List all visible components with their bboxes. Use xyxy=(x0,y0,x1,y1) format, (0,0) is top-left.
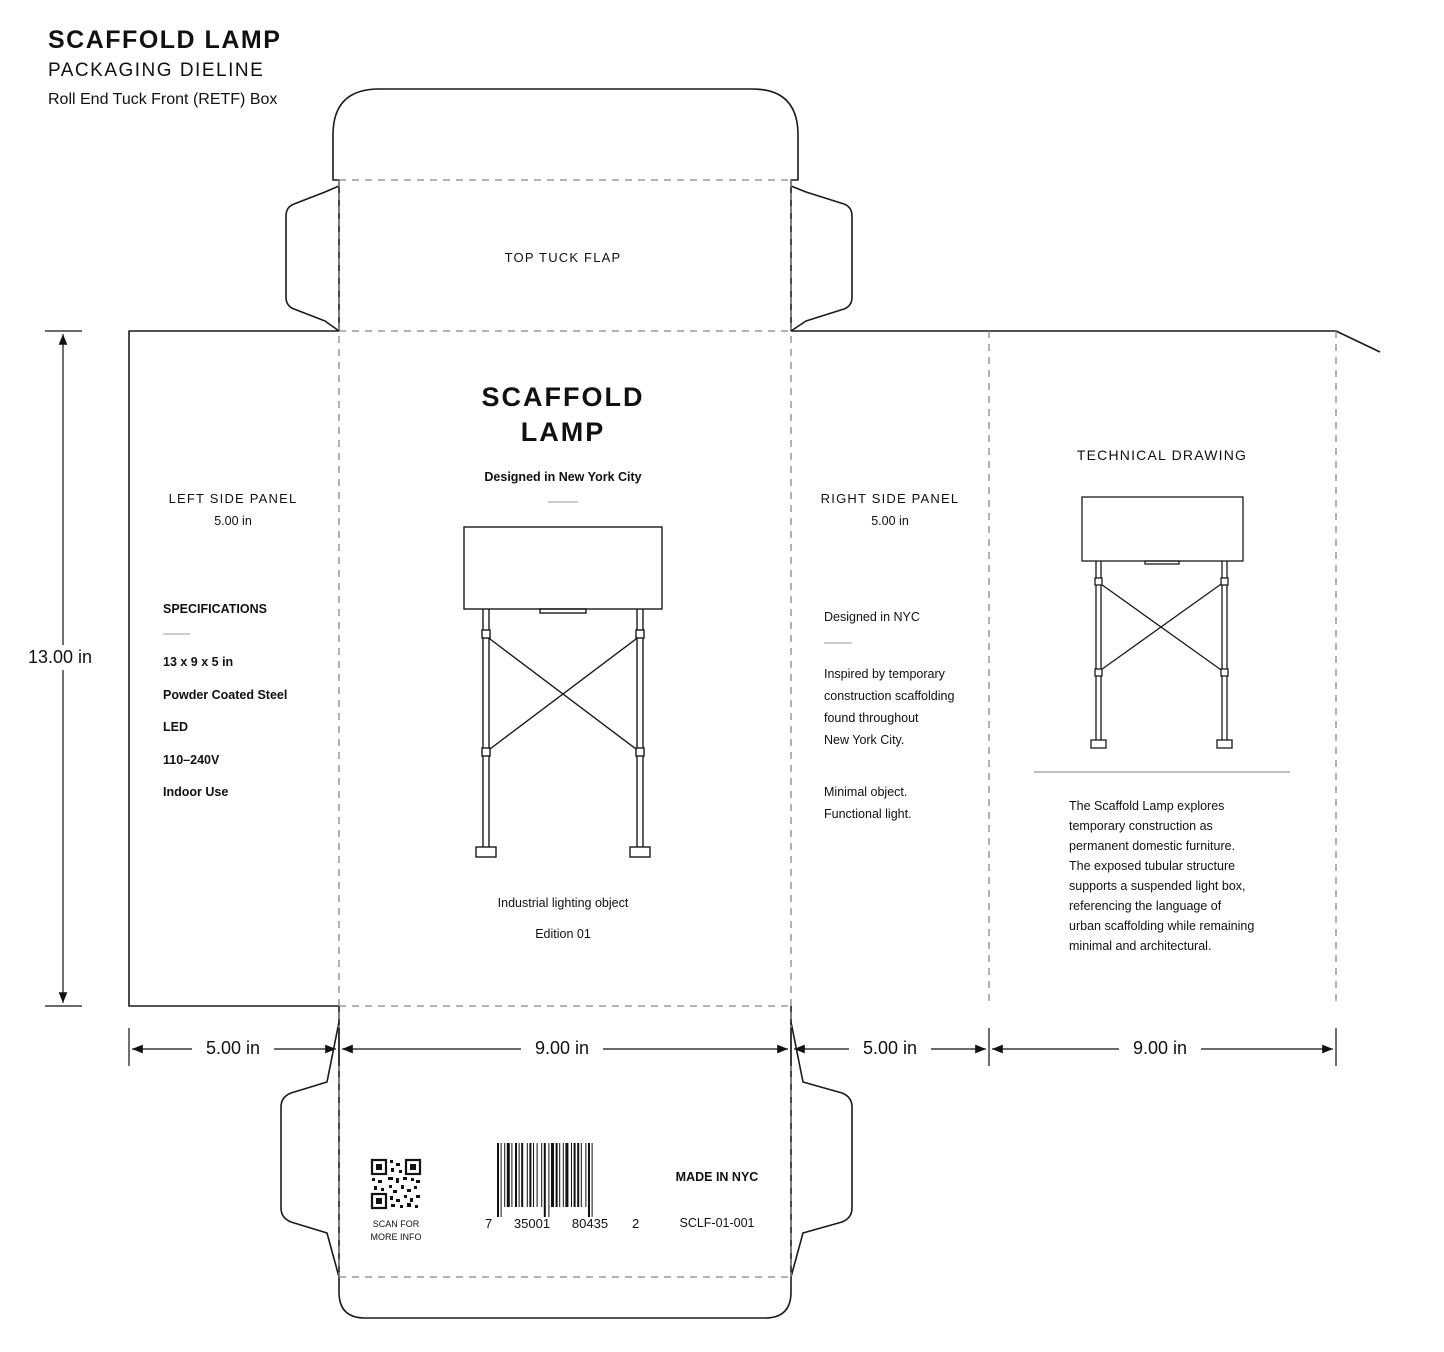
divider-rules xyxy=(163,501,852,644)
front-edition: Edition 01 xyxy=(535,927,591,941)
barcode-bar xyxy=(548,1143,550,1217)
right-panel-label: RIGHT SIDE PANEL xyxy=(820,491,960,506)
right-panel-inspiration: Inspired by temporary construction scaff… xyxy=(824,663,954,751)
barcode-bar xyxy=(533,1143,534,1207)
right-panel-designed: Designed in NYC xyxy=(824,610,920,624)
qr-caption-line: SCAN FOR xyxy=(372,1219,420,1229)
barcode-bar xyxy=(573,1143,576,1207)
barcode-bar xyxy=(555,1143,558,1207)
barcode-digit: 2 xyxy=(632,1216,640,1231)
barcode-bar xyxy=(562,1143,564,1207)
front-width-dimension-label: 9.00 in xyxy=(520,1038,604,1059)
technical-drawing-label: TECHNICAL DRAWING xyxy=(1076,447,1248,463)
text-line: Functional light. xyxy=(824,807,912,821)
barcode-bar xyxy=(580,1143,582,1207)
barcode-bar xyxy=(571,1143,572,1207)
fold-lines xyxy=(338,179,1337,1278)
height-dimension-label: 13.00 in xyxy=(28,645,93,670)
technical-lamp-illustration xyxy=(1081,496,1244,749)
text-line: supports a suspended light box, xyxy=(1069,879,1246,893)
spec-item: LED xyxy=(163,720,188,734)
product-title-line: SCAFFOLD xyxy=(481,382,645,412)
text-line: The Scaffold Lamp explores xyxy=(1069,799,1225,813)
qr-caption: SCAN FOR MORE INFO xyxy=(371,1218,422,1244)
spec-item: Indoor Use xyxy=(163,785,229,799)
barcode-bar xyxy=(536,1143,538,1207)
left-panel-size: 5.00 in xyxy=(214,514,252,528)
text-line: construction scaffolding xyxy=(824,689,955,703)
sku-label: SCLF-01-001 xyxy=(679,1216,755,1230)
back-width-dimension-label: 9.00 in xyxy=(1118,1038,1202,1059)
left-panel-label: LEFT SIDE PANEL xyxy=(168,491,298,506)
barcode xyxy=(497,1143,593,1217)
qr-caption-line: MORE INFO xyxy=(370,1232,422,1242)
right-panel-closing: Minimal object. Functional light. xyxy=(824,781,912,825)
back-panel-description: The Scaffold Lamp explores temporary con… xyxy=(1069,796,1254,956)
front-caption: Industrial lighting object xyxy=(497,896,629,910)
barcode-bar xyxy=(585,1143,587,1207)
text-line: Inspired by temporary xyxy=(824,667,945,681)
top-flap-outline xyxy=(285,88,853,332)
barcode-bar xyxy=(497,1143,499,1217)
spec-item: 13 x 9 x 5 in xyxy=(163,655,234,669)
text-line: temporary construction as xyxy=(1069,819,1213,833)
barcode-bar xyxy=(518,1143,520,1207)
barcode-bar xyxy=(511,1143,513,1207)
barcode-bar xyxy=(559,1143,561,1207)
spec-item: Powder Coated Steel xyxy=(163,688,288,702)
barcode-bar xyxy=(591,1143,593,1217)
front-tagline: Designed in New York City xyxy=(484,470,642,484)
barcode-digit: 7 xyxy=(485,1216,493,1231)
barcode-bar xyxy=(526,1143,528,1207)
text-line: found throughout xyxy=(824,711,919,725)
text-line: minimal and architectural. xyxy=(1069,939,1212,953)
specs-heading: SPECIFICATIONS xyxy=(163,602,267,616)
barcode-bar xyxy=(506,1143,510,1207)
top-flap-label: TOP TUCK FLAP xyxy=(504,250,622,265)
barcode-bar xyxy=(551,1143,554,1207)
barcode-bar xyxy=(577,1143,580,1207)
document-subtitle: PACKAGING DIELINE xyxy=(48,60,265,81)
barcode-bar xyxy=(565,1143,569,1207)
barcode-digit: 80435 xyxy=(571,1216,609,1231)
spec-item: 110–240V xyxy=(163,753,220,767)
text-line: The exposed tubular structure xyxy=(1069,859,1236,873)
barcode-bar xyxy=(588,1143,590,1217)
document-description: Roll End Tuck Front (RETF) Box xyxy=(48,91,278,108)
right-panel-size: 5.00 in xyxy=(871,514,909,528)
product-title: SCAFFOLD LAMP xyxy=(482,380,645,450)
barcode-bar xyxy=(543,1143,546,1217)
document-title: SCAFFOLD LAMP xyxy=(48,26,282,54)
barcode-digit: 35001 xyxy=(513,1216,551,1231)
barcode-bar xyxy=(515,1143,517,1207)
barcode-bar xyxy=(541,1143,543,1207)
qr-code xyxy=(370,1158,422,1210)
barcode-bar xyxy=(521,1143,524,1207)
text-line: referencing the language of xyxy=(1069,899,1222,913)
left-width-dimension-label: 5.00 in xyxy=(191,1038,275,1059)
barcode-bar xyxy=(529,1143,532,1207)
barcode-bar xyxy=(504,1143,506,1207)
text-line: permanent domestic furniture. xyxy=(1069,839,1236,853)
product-title-line: LAMP xyxy=(520,417,606,447)
made-in-label: MADE IN NYC xyxy=(675,1170,759,1184)
right-width-dimension-label: 5.00 in xyxy=(848,1038,932,1059)
text-line: New York City. xyxy=(824,733,905,747)
front-lamp-illustration xyxy=(463,526,663,858)
bottom-flap-outline xyxy=(280,1006,853,1319)
text-line: Minimal object. xyxy=(824,785,908,799)
barcode-bar xyxy=(500,1143,502,1217)
text-line: urban scaffolding while remaining xyxy=(1069,919,1255,933)
